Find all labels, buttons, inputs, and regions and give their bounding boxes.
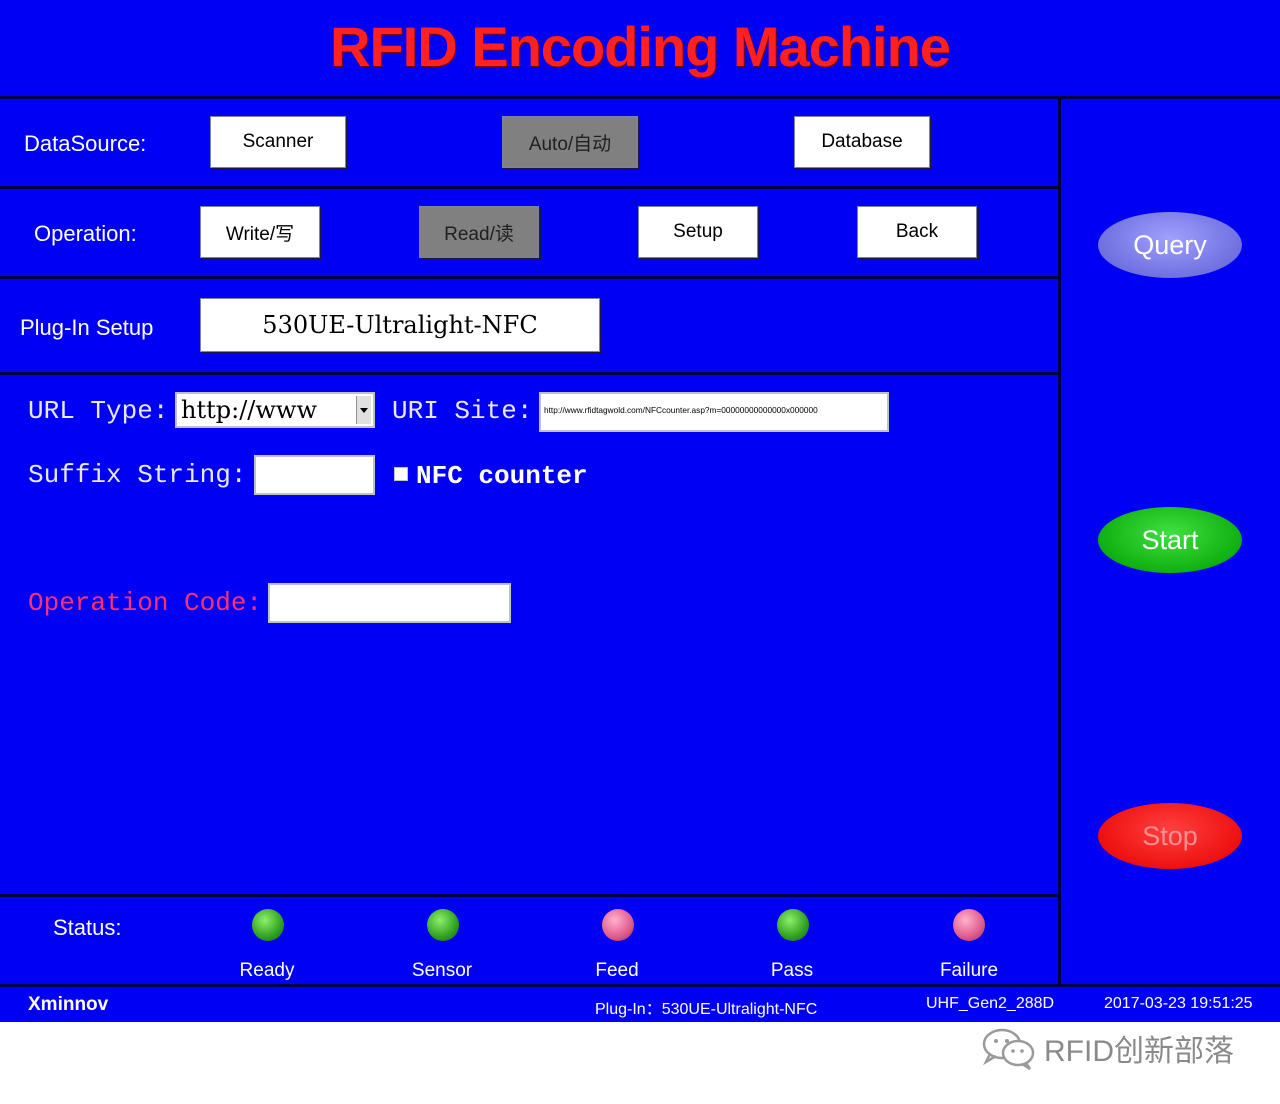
uri-site-label: URI Site: — [392, 396, 533, 426]
watermark-text: RFID创新部落 — [1044, 1035, 1234, 1068]
operation-code-input[interactable] — [268, 583, 511, 623]
plugin-label: Plug-In Setup — [20, 315, 154, 340]
start-button[interactable]: Start — [1098, 507, 1242, 573]
back-button[interactable]: Back — [857, 206, 977, 258]
wechat-icon — [982, 1028, 1035, 1070]
footer-plugin: Plug-In：530UE-Ultralight-NFC — [595, 1001, 818, 1018]
status-label: Status: — [53, 915, 122, 940]
feed-indicator-icon — [602, 909, 634, 941]
operation-code-label: Operation Code: — [28, 588, 263, 618]
ready-indicator-icon — [252, 909, 284, 941]
scanner-button[interactable]: Scanner — [210, 116, 346, 168]
app-title: RFID Encoding Machine — [330, 15, 951, 78]
main-screen: RFID Encoding Machine DataSource: Scanne… — [0, 0, 1280, 1022]
nfc-counter-checkbox[interactable] — [394, 467, 408, 481]
sensor-label: Sensor — [411, 960, 473, 981]
nfc-counter-label: NFC counter — [416, 461, 588, 491]
divider — [1058, 96, 1061, 986]
divider — [0, 96, 1280, 99]
setup-button[interactable]: Setup — [638, 206, 758, 258]
failure-label: Failure — [939, 960, 999, 981]
suffix-string-label: Suffix String: — [28, 460, 247, 490]
feed-label: Feed — [595, 960, 639, 981]
url-type-value: http://www — [181, 396, 317, 424]
divider — [0, 186, 1058, 189]
footer-protocol: UHF_Gen2_288D — [926, 995, 1055, 1012]
watermark: RFID创新部落 — [980, 1026, 1234, 1070]
divider — [0, 894, 1058, 897]
divider — [0, 372, 1058, 375]
divider — [0, 984, 1280, 987]
stop-button[interactable]: Stop — [1098, 803, 1242, 869]
suffix-string-input[interactable] — [254, 455, 375, 495]
database-button[interactable]: Database — [794, 116, 930, 168]
pass-indicator-icon — [777, 909, 809, 941]
auto-button[interactable]: Auto/自动 — [502, 116, 638, 168]
brand-label: Xminnov — [28, 994, 109, 1015]
pass-label: Pass — [770, 960, 814, 981]
sensor-indicator-icon — [427, 909, 459, 941]
failure-indicator-icon — [953, 909, 985, 941]
url-type-label: URL Type: — [28, 396, 169, 426]
ready-label: Ready — [239, 960, 295, 981]
write-button[interactable]: Write/写 — [200, 206, 320, 258]
uri-site-input[interactable]: http://www.rfidtagwold.com/NFCcounter.as… — [539, 392, 889, 432]
read-button[interactable]: Read/读 — [419, 206, 539, 258]
plugin-select[interactable]: 530UE-Ultralight-NFC — [200, 298, 600, 352]
dropdown-arrow-icon[interactable] — [356, 396, 371, 424]
url-type-dropdown[interactable]: http://www — [175, 392, 375, 428]
query-button[interactable]: Query — [1098, 212, 1242, 278]
operation-label: Operation: — [34, 221, 137, 246]
datasource-label: DataSource: — [24, 131, 147, 156]
divider — [0, 276, 1058, 279]
uri-site-value: http://www.rfidtagwold.com/NFCcounter.as… — [544, 405, 818, 415]
footer-datetime: 2017-03-23 19:51:25 — [1104, 995, 1253, 1012]
